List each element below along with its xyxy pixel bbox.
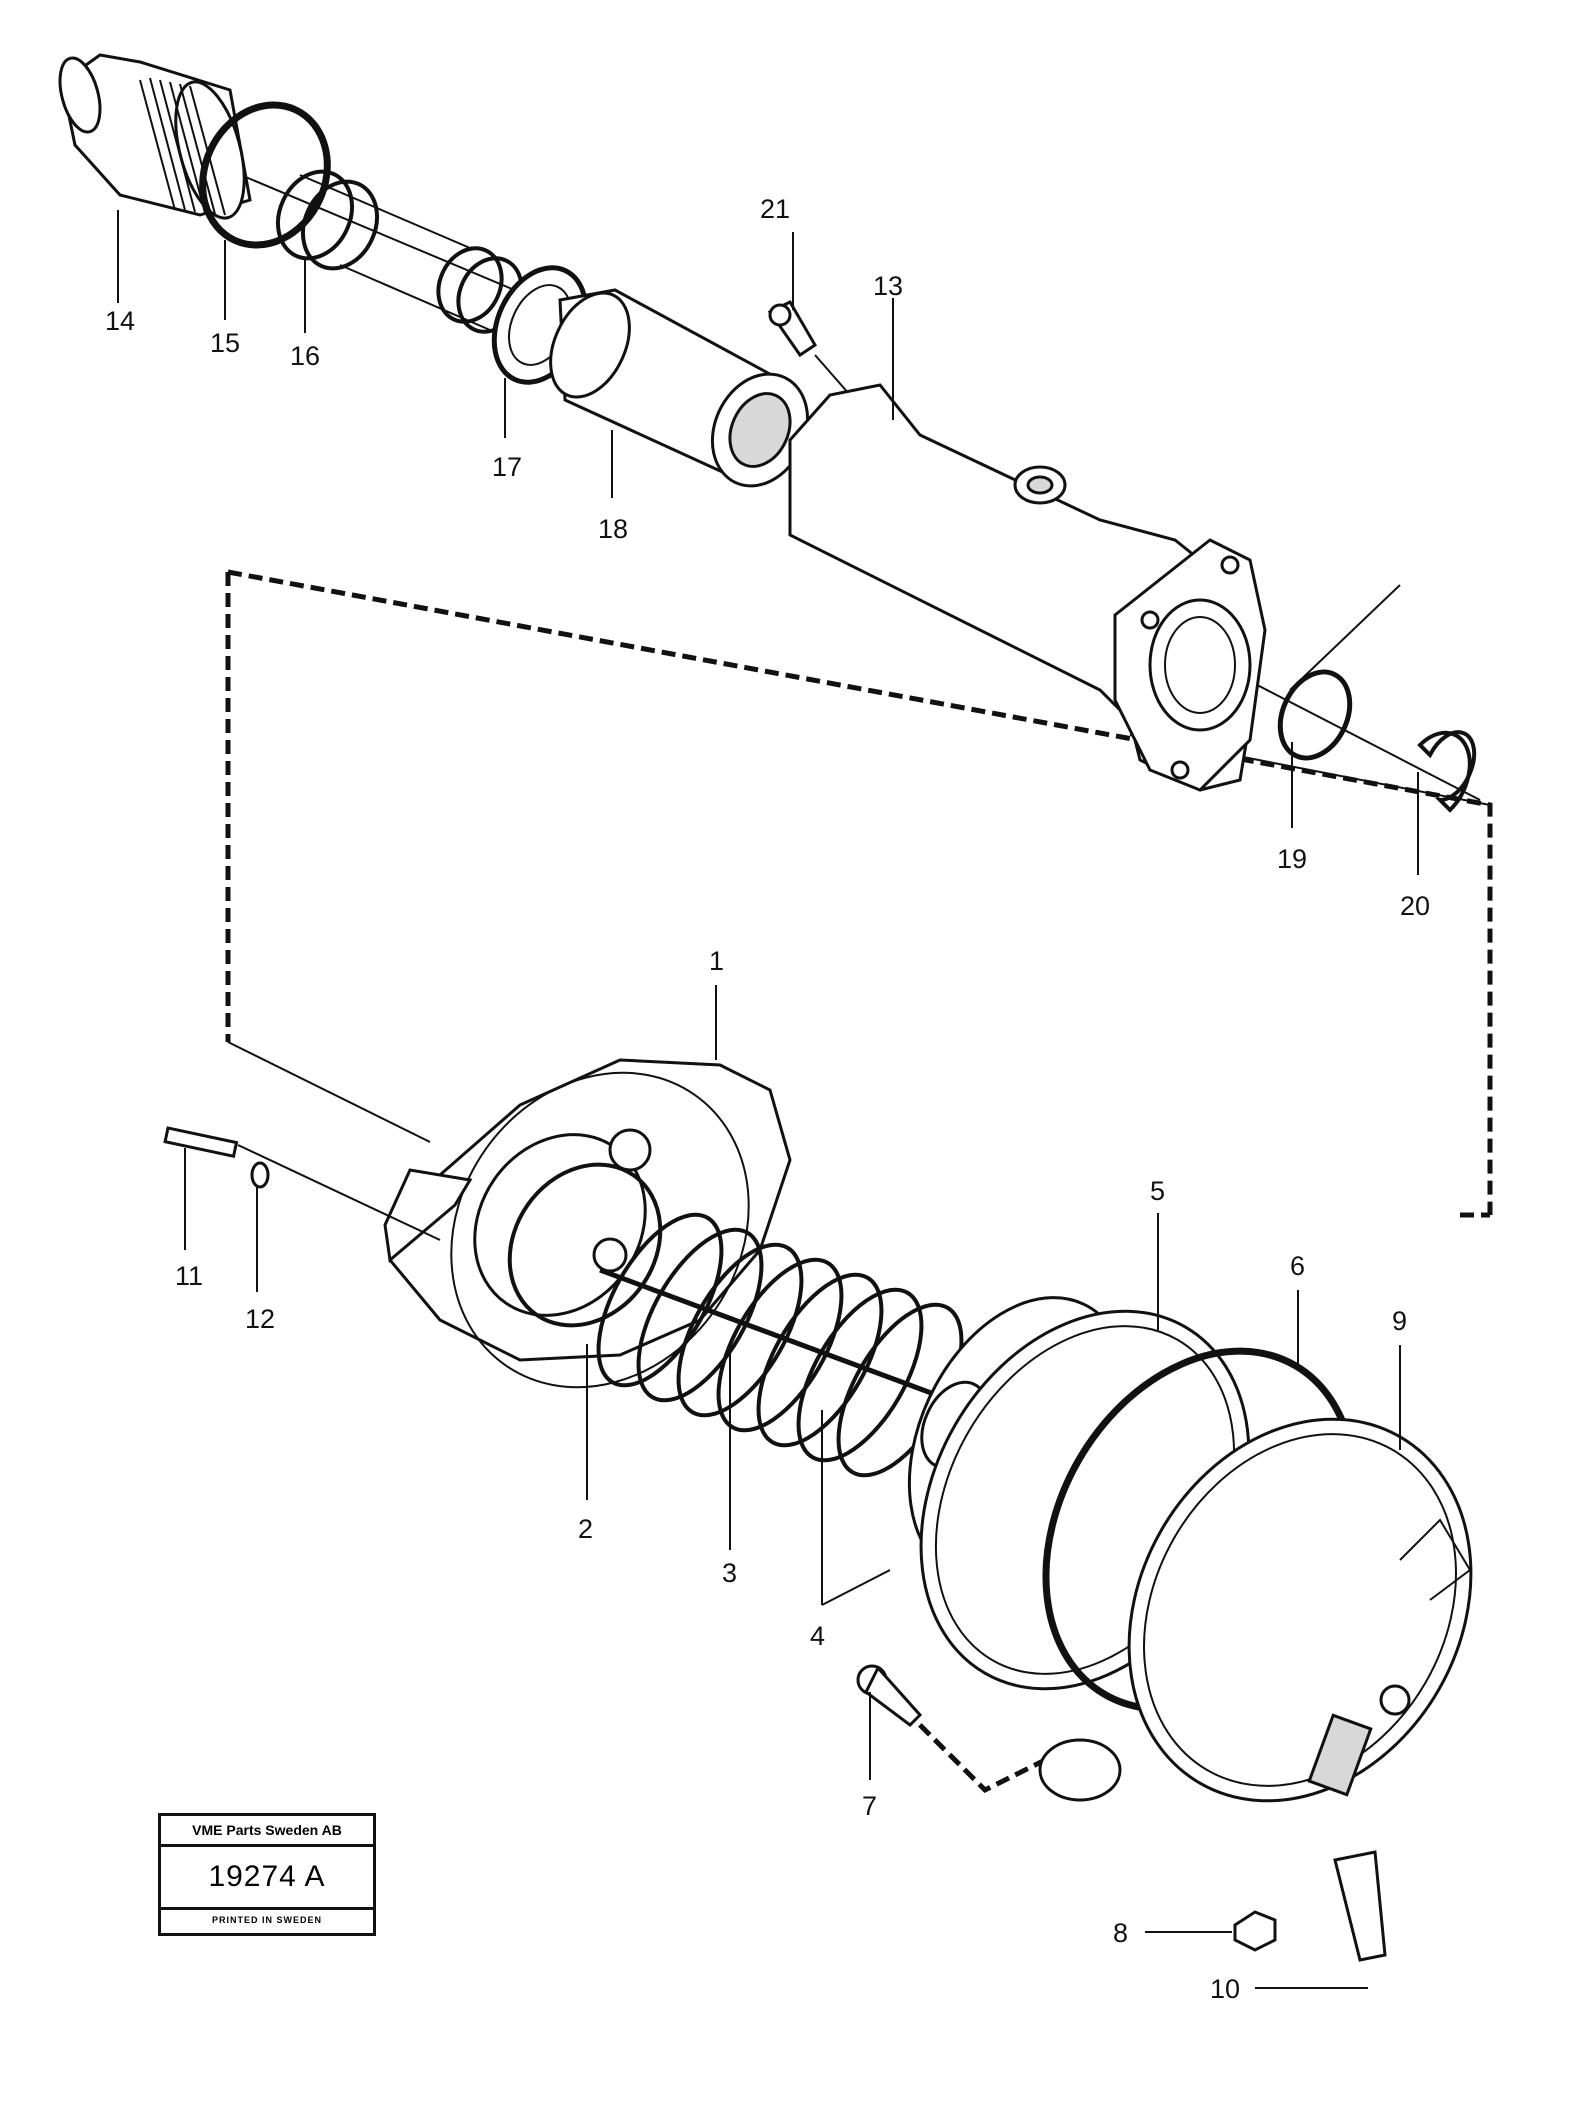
callout-14: 14: [105, 306, 135, 336]
part-12-split-washer: [250, 1161, 270, 1189]
part-7-bolt: [856, 1664, 923, 1727]
part-15-o-ring: [199, 101, 331, 249]
part-20-circlip: [1417, 730, 1477, 813]
callout-20: 20: [1400, 891, 1430, 921]
stamp-drawing-number: 19274 A: [208, 1860, 326, 1893]
stamp-company: VME Parts Sweden AB: [161, 1816, 373, 1847]
part-21-bleed-nipple: [767, 300, 851, 396]
callout-1: 1: [709, 946, 724, 976]
callout-4: 4: [810, 1621, 825, 1651]
clamp-lug: [1038, 1738, 1122, 1802]
callout-10: 10: [1210, 1974, 1240, 2004]
part-8-nut: [1233, 1910, 1277, 1952]
assembly-guide-lines: [225, 569, 1493, 1794]
part-16-spring: [276, 169, 524, 334]
callout-9: 9: [1392, 1306, 1407, 1336]
part-9-rear-housing: [1127, 1417, 1473, 1803]
part-19-ring: [1277, 669, 1353, 761]
callout-16: 16: [290, 341, 320, 371]
leader-lines: [117, 210, 1419, 1989]
part-18-piston: [549, 288, 810, 488]
callout-8: 8: [1113, 1918, 1128, 1948]
callout-17: 17: [492, 452, 522, 482]
callout-6: 6: [1290, 1251, 1305, 1281]
callout-13: 13: [873, 271, 903, 301]
callout-19: 19: [1277, 844, 1307, 874]
title-stamp: VME Parts Sweden AB 19274 A PRINTED IN S…: [158, 1813, 376, 1936]
stamp-printed: PRINTED IN SWEDEN: [161, 1907, 373, 1930]
callout-2: 2: [578, 1514, 593, 1544]
callout-5: 5: [1150, 1176, 1165, 1206]
callout-labels: 14 15 16 17 18 21 13 19 20 1 11 12 2 3 4…: [105, 194, 1430, 2004]
part-14-threaded-plug: [58, 53, 252, 220]
callout-3: 3: [722, 1558, 737, 1588]
callout-15: 15: [210, 328, 240, 358]
callout-21: 21: [760, 194, 790, 224]
part-13-cylinder-housing: [788, 383, 1267, 792]
part-11-pin: [163, 1126, 441, 1241]
callout-7: 7: [862, 1791, 877, 1821]
callout-18: 18: [598, 514, 628, 544]
callout-11: 11: [175, 1261, 203, 1291]
part-10-drain-plug: [1333, 1850, 1387, 1962]
push-rod: [599, 1267, 951, 1403]
callout-12: 12: [245, 1304, 275, 1334]
